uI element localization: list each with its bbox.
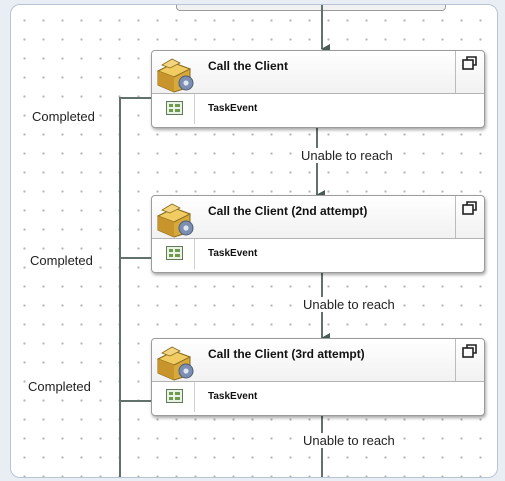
task-event-label: TaskEvent [208,103,258,114]
node-header: Call the Client (2nd attempt) [152,196,484,239]
workflow-canvas[interactable]: Call the Client TaskEvent [10,4,498,478]
workflow-node-call-client-2nd[interactable]: Call the Client (2nd attempt) TaskEvent [151,195,485,273]
unable-to-reach-label[interactable]: Unable to reach [300,148,394,163]
header-divider [455,196,456,238]
completed-label[interactable]: Completed [29,253,94,268]
completed-label[interactable]: Completed [27,379,92,394]
header-divider [455,51,456,93]
task-event-row[interactable]: TaskEvent [152,239,484,271]
task-event-row[interactable]: TaskEvent [152,94,484,126]
node-header: Call the Client (3rd attempt) [152,339,484,382]
node-title: Call the Client [208,59,289,73]
workflow-node-call-client-3rd[interactable]: Call the Client (3rd attempt) TaskEvent [151,338,485,416]
task-event-row[interactable]: TaskEvent [152,382,484,414]
row-divider [194,94,195,124]
row-divider [194,239,195,269]
unable-to-reach-label[interactable]: Unable to reach [302,433,396,448]
task-event-icon [166,246,183,260]
task-event-icon [166,101,183,115]
row-divider [194,382,195,412]
header-divider [455,339,456,381]
task-box-gear-icon [156,203,194,238]
unable-to-reach-label[interactable]: Unable to reach [302,297,396,312]
task-box-gear-icon [156,346,194,381]
task-box-gear-icon [156,58,194,93]
task-event-label: TaskEvent [208,391,258,402]
expand-icon[interactable] [462,200,478,216]
expand-icon[interactable] [462,343,478,359]
completed-label[interactable]: Completed [31,109,96,124]
node-title: Call the Client (3rd attempt) [208,347,365,361]
workflow-node-call-client[interactable]: Call the Client TaskEvent [151,50,485,128]
task-event-icon [166,389,183,403]
expand-icon[interactable] [462,55,478,71]
previous-node-fragment[interactable] [176,5,446,11]
node-title: Call the Client (2nd attempt) [208,204,368,218]
task-event-label: TaskEvent [208,248,258,259]
node-header: Call the Client [152,51,484,94]
